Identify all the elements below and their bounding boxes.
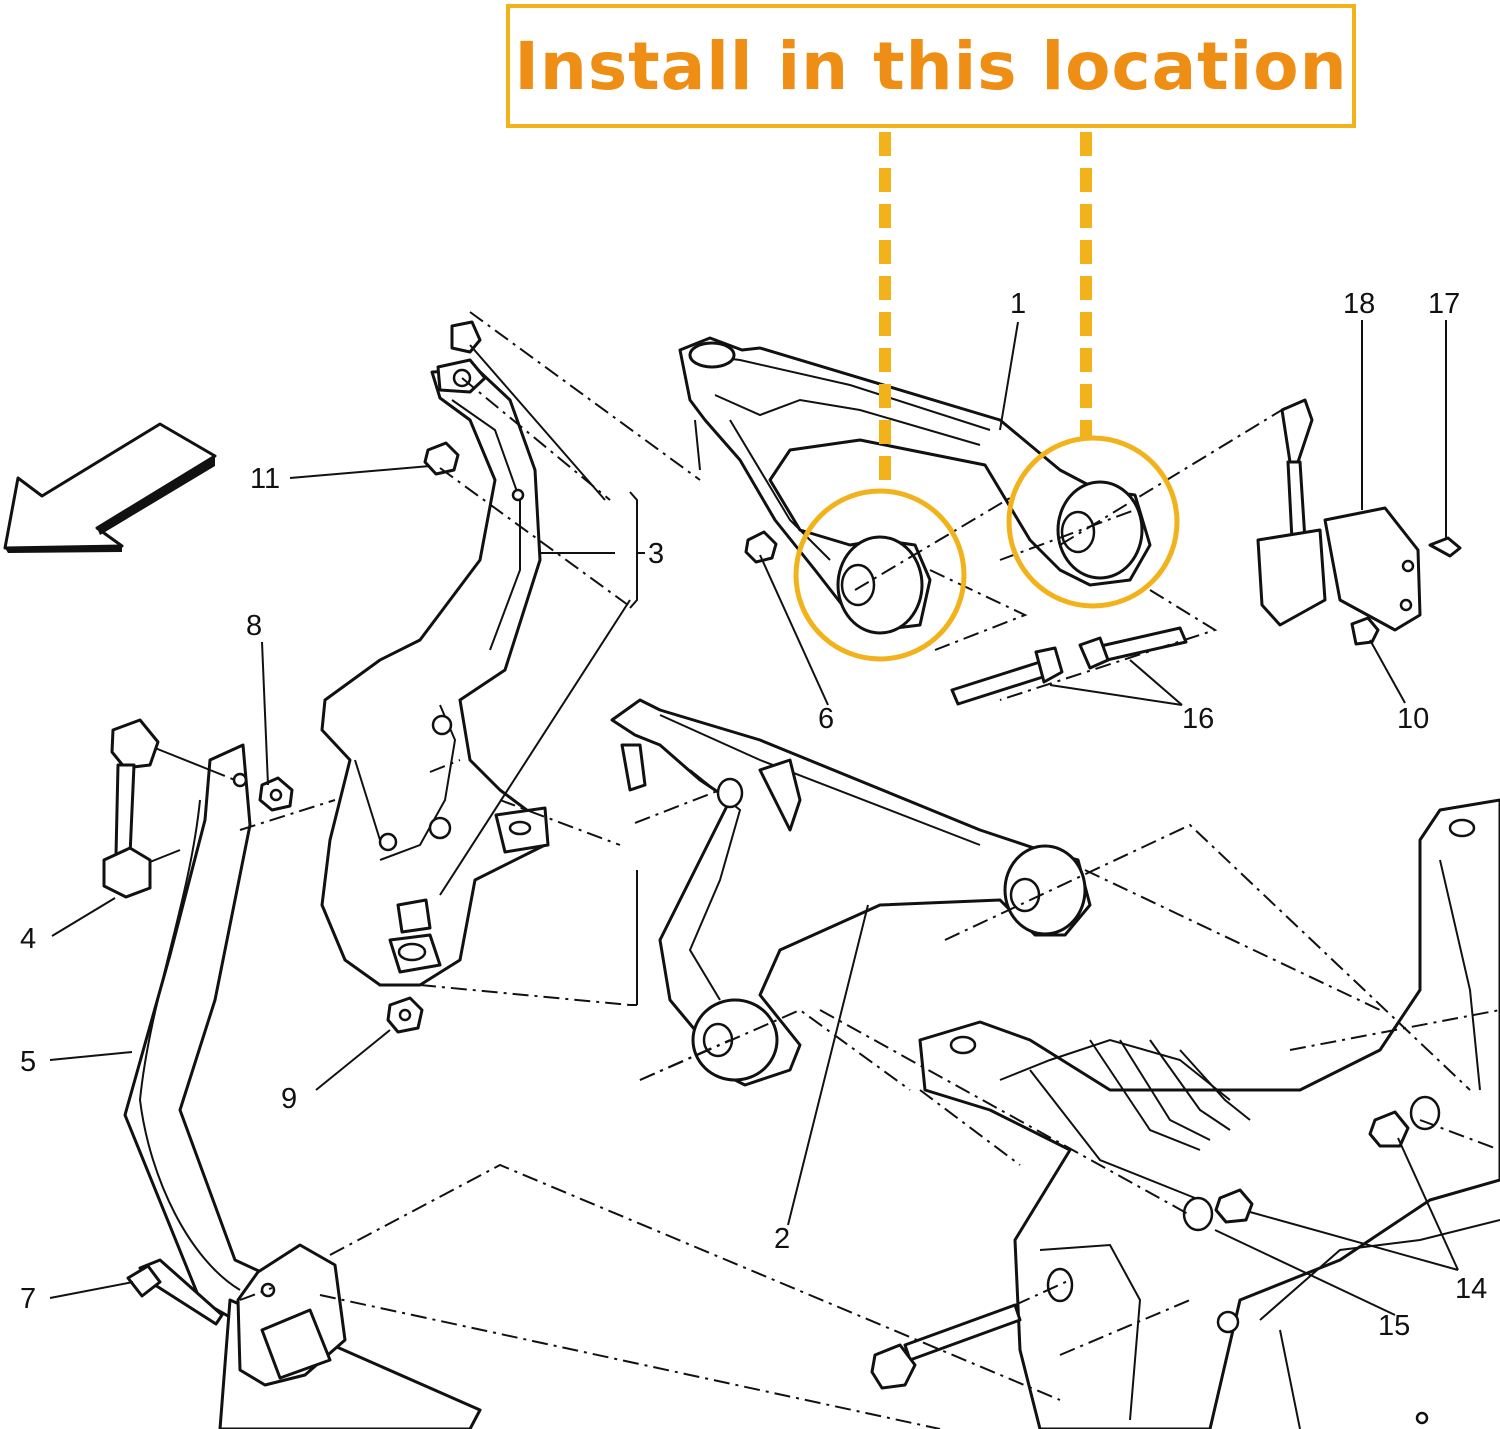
bolts-16 xyxy=(950,626,1188,706)
part-label-2: 2 xyxy=(774,1223,791,1255)
nut-11 xyxy=(423,441,460,476)
part-label-16: 16 xyxy=(1182,703,1215,735)
upper-control-arm xyxy=(678,336,1152,635)
highlight-circle-rear-bushing xyxy=(1006,435,1180,609)
bar-bushing-clamp xyxy=(236,1243,347,1387)
subframe xyxy=(918,798,1500,1429)
part-label-3: 3 xyxy=(648,538,665,570)
nut-10 xyxy=(1350,616,1380,646)
part-label-4: 4 xyxy=(20,923,37,955)
part-label-11: 11 xyxy=(250,463,281,495)
bolt-17 xyxy=(1428,536,1462,558)
subframe-bolt xyxy=(870,1303,1022,1390)
nut-8 xyxy=(258,776,294,812)
nut-9 xyxy=(386,996,424,1034)
leader-lines xyxy=(49,320,1459,1316)
part-label-14: 14 xyxy=(1455,1273,1488,1305)
part-label-9: 9 xyxy=(281,1083,298,1115)
front-arrow-icon xyxy=(3,422,217,553)
part-label-18: 18 xyxy=(1343,288,1376,320)
nut-6 xyxy=(744,530,778,564)
highlight-circle-front-bushing xyxy=(793,488,967,662)
part-label-10: 10 xyxy=(1397,703,1430,735)
part-label-15: 15 xyxy=(1378,1310,1411,1342)
part-label-1: 1 xyxy=(1010,288,1027,320)
install-location-markers xyxy=(793,132,1180,662)
part-label-7: 7 xyxy=(20,1283,37,1315)
part-label-17: 17 xyxy=(1428,288,1461,320)
stabilizer-link xyxy=(102,718,211,899)
bolt-7 xyxy=(126,1258,224,1326)
part-label-8: 8 xyxy=(246,610,263,642)
part-label-6: 6 xyxy=(818,703,835,735)
callout-text: Install in this location xyxy=(514,27,1348,105)
alignment-lines xyxy=(209,311,1500,1429)
lower-control-arm xyxy=(610,698,1092,1087)
install-callout: Install in this location xyxy=(506,4,1356,128)
height-sensor xyxy=(1256,398,1422,632)
part-label-5: 5 xyxy=(20,1046,37,1078)
